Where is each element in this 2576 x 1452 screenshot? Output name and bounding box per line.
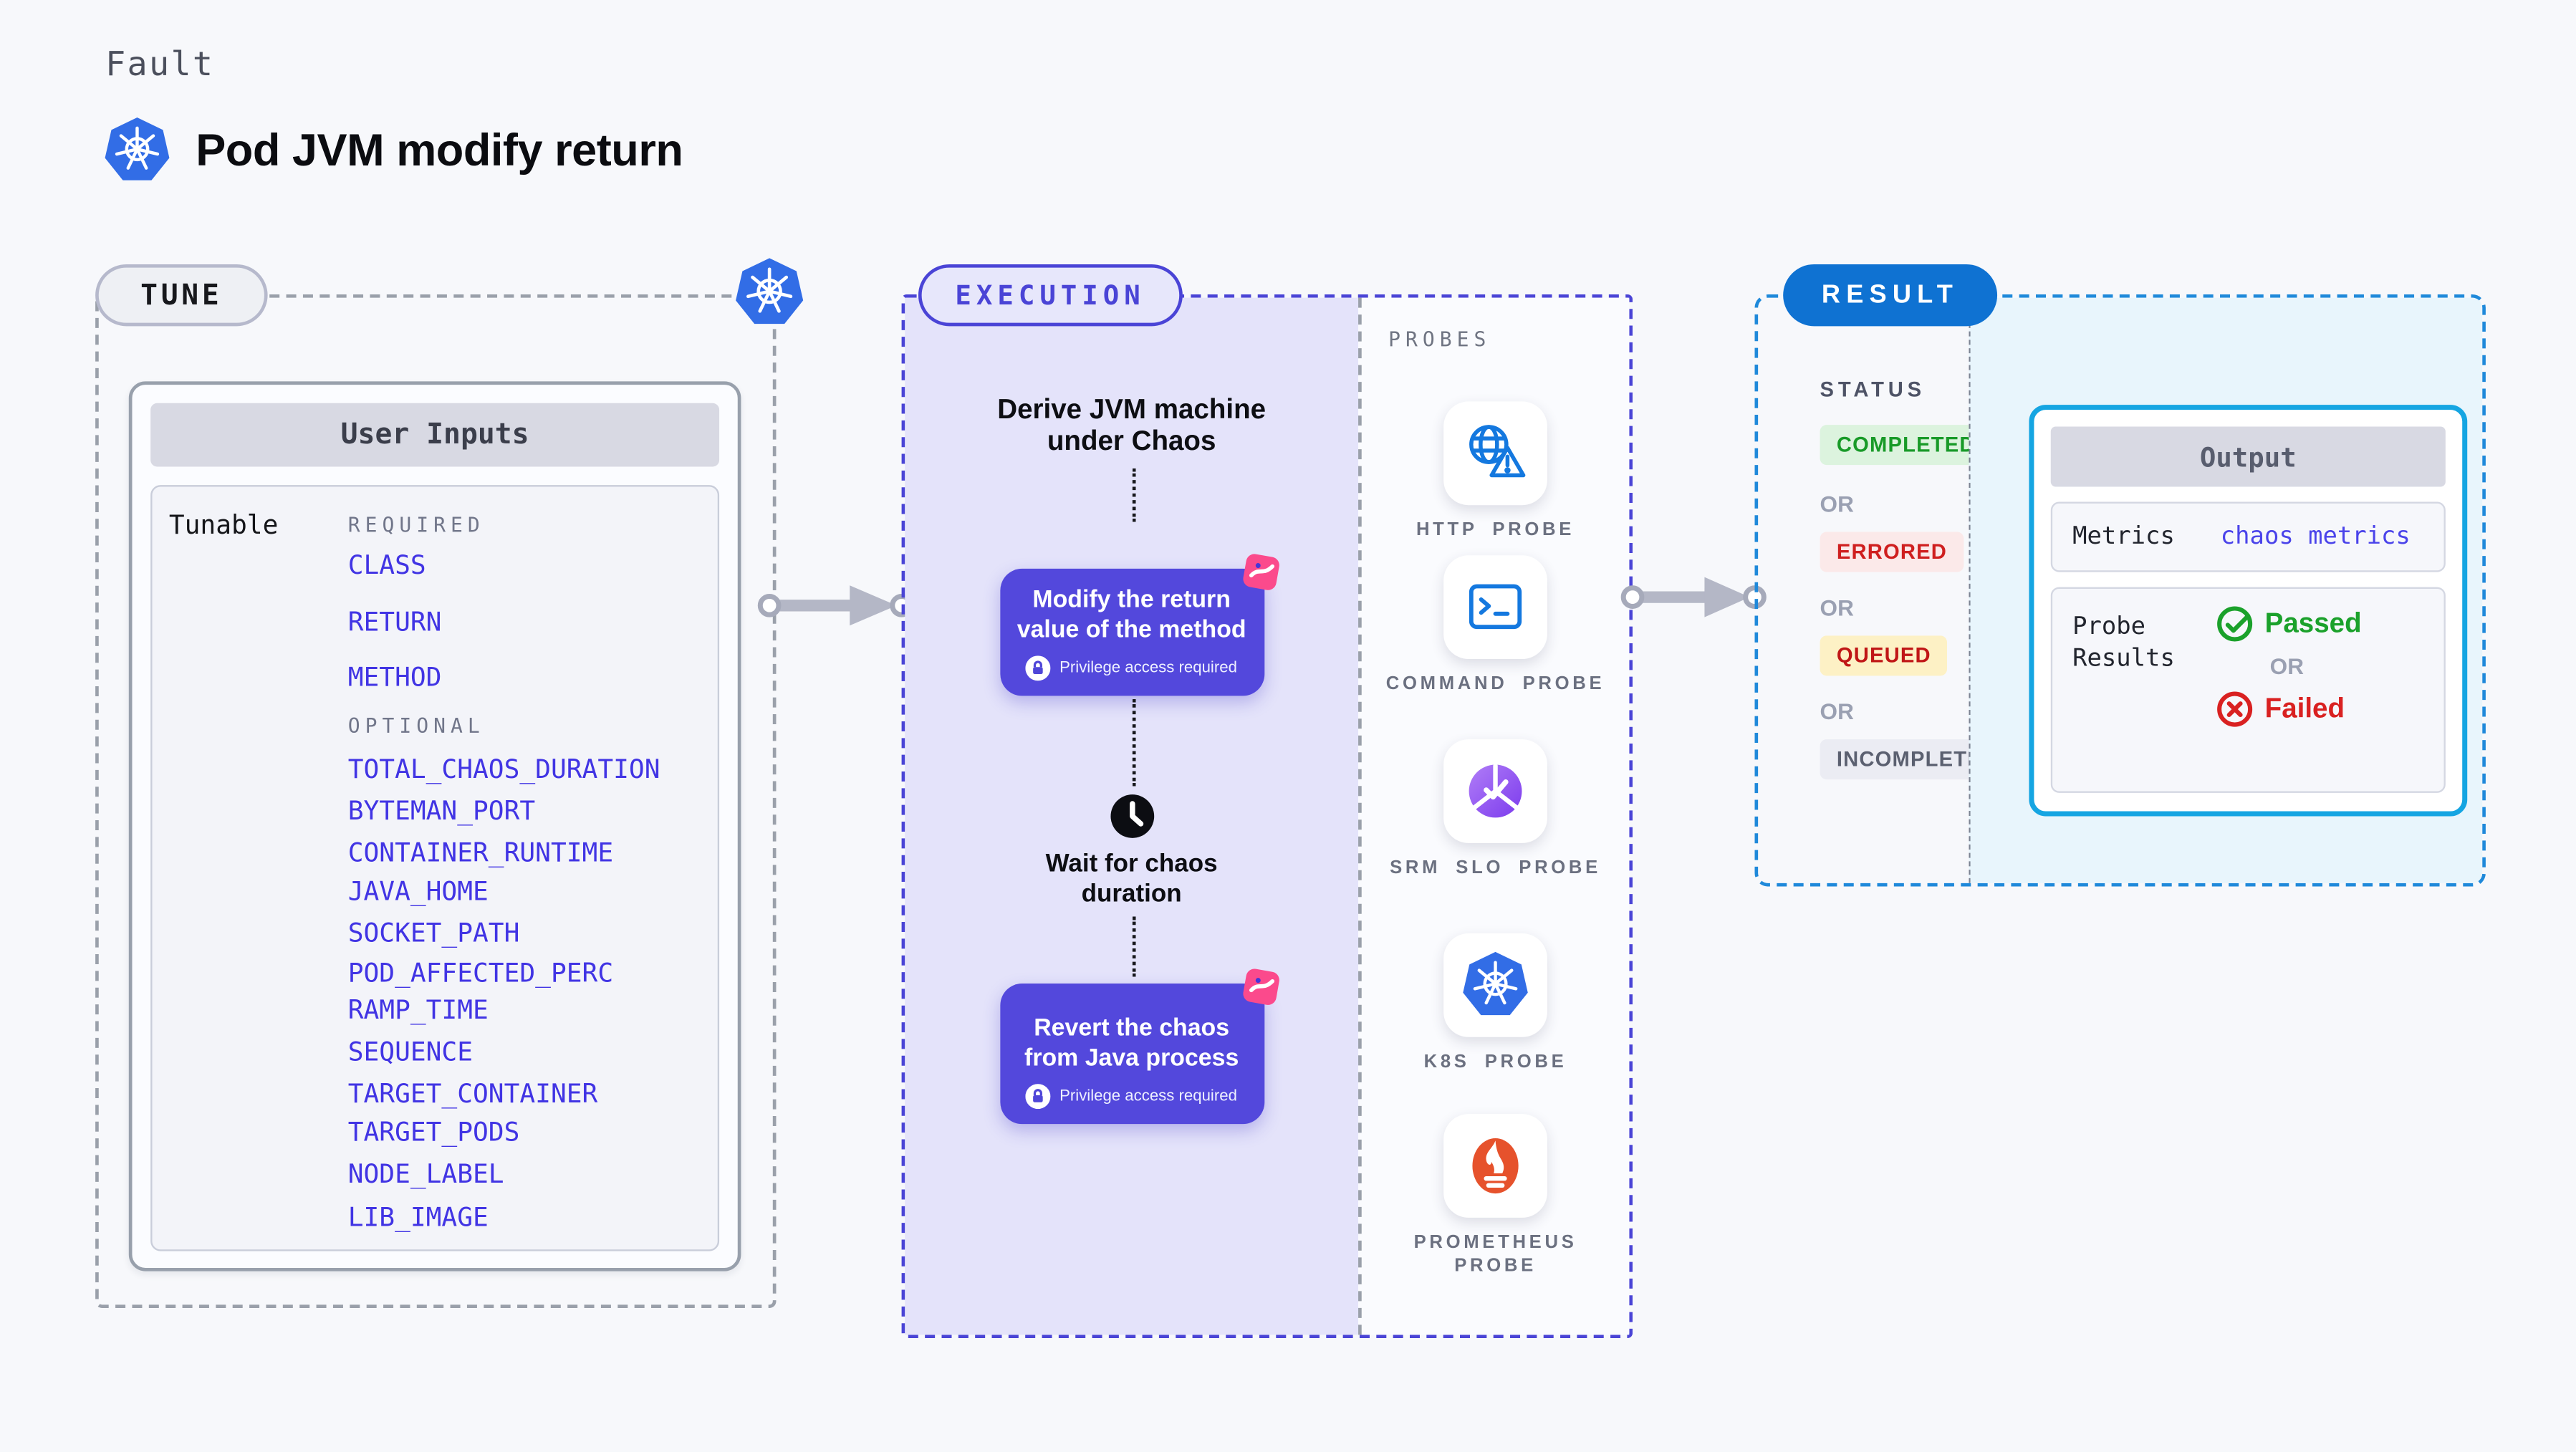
- probes-heading: PROBES: [1388, 327, 1491, 352]
- param-container-runtime[interactable]: CONTAINER_RUNTIME: [347, 837, 614, 868]
- dotted-connector: [1131, 916, 1135, 977]
- page-title: Pod JVM modify return: [196, 124, 683, 176]
- flow-arrow-execution-to-result: [1616, 570, 1773, 624]
- param-sequence[interactable]: SEQUENCE: [347, 1037, 474, 1067]
- status-badge-errored: ERRORED: [1820, 532, 1964, 572]
- or-label: OR: [1820, 595, 1854, 621]
- passed-row: Passed: [2216, 605, 2362, 642]
- param-target-pods[interactable]: TARGET_PODS: [347, 1117, 520, 1148]
- param-byteman-port[interactable]: BYTEMAN_PORT: [347, 796, 536, 827]
- prometheus-probe-icon: [1443, 1114, 1547, 1218]
- kubernetes-logo-icon: [102, 114, 172, 188]
- probe-k8s: K8S PROBE: [1362, 933, 1630, 1074]
- clock-icon: [1108, 793, 1155, 840]
- dotted-connector: [1131, 699, 1135, 787]
- fault-kicker: Fault: [105, 43, 215, 84]
- required-heading: REQUIRED: [347, 513, 485, 537]
- probe-label: PROMETHEUS PROBE: [1413, 1232, 1577, 1276]
- result-badge: RESULT: [1783, 264, 1997, 327]
- status-badge-completed: COMPLETED: [1820, 425, 1993, 466]
- probe-srm-slo: SRM SLO PROBE: [1362, 739, 1630, 880]
- output-card: Output Metrics chaos metrics Probe Resul…: [2029, 405, 2468, 817]
- probe-label: K8S PROBE: [1423, 1052, 1567, 1072]
- dotted-connector: [1131, 468, 1135, 522]
- user-inputs-panel: User Inputs Tunable REQUIRED CLASS RETUR…: [128, 381, 741, 1271]
- action-modify-line2: value of the method: [1017, 617, 1246, 644]
- tunable-label: Tunable: [168, 510, 279, 541]
- or-label: OR: [1820, 699, 1854, 725]
- failed-row: Failed: [2216, 691, 2362, 727]
- or-label: OR: [2269, 654, 2304, 680]
- execution-flow: Derive JVM machine under Chaos Modify th…: [905, 297, 1359, 1335]
- status-badge-queued: QUEUED: [1820, 635, 1948, 676]
- action-revert-line1: Revert the chaos: [1034, 1015, 1230, 1042]
- optional-heading: OPTIONAL: [347, 714, 485, 738]
- privilege-note: Privilege access required: [1026, 1084, 1237, 1110]
- metrics-value-link[interactable]: chaos metrics: [2220, 523, 2411, 551]
- action-revert-line2: from Java process: [1024, 1045, 1239, 1072]
- page-title-row: Pod JVM modify return: [102, 114, 683, 188]
- chaos-spark-icon: [1239, 550, 1282, 594]
- param-socket-path[interactable]: SOCKET_PATH: [347, 918, 520, 948]
- tune-section-box: [95, 294, 777, 1309]
- execution-section-box: Derive JVM machine under Chaos Modify th…: [901, 294, 1633, 1339]
- x-circle-icon: [2216, 691, 2253, 727]
- param-lib-image[interactable]: LIB_IMAGE: [347, 1202, 489, 1233]
- probe-http: HTTP PROBE: [1362, 401, 1630, 542]
- probe-label: SRM SLO PROBE: [1390, 857, 1601, 878]
- output-area: Output Metrics chaos metrics Probe Resul…: [1969, 297, 2483, 883]
- probe-results-row: Probe Results Passed OR: [2050, 587, 2446, 793]
- param-total-chaos-duration[interactable]: TOTAL_CHAOS_DURATION: [347, 754, 660, 785]
- or-label: OR: [1820, 491, 1854, 517]
- failed-label: Failed: [2264, 693, 2345, 723]
- probe-results-label: Probe Results: [2072, 613, 2175, 673]
- tunable-list: Tunable REQUIRED CLASS RETURN METHOD OPT…: [150, 485, 720, 1251]
- param-method[interactable]: METHOD: [347, 662, 442, 693]
- user-inputs-title: User Inputs: [150, 403, 720, 467]
- probe-label: HTTP PROBE: [1416, 520, 1575, 541]
- kubernetes-corner-icon: [733, 254, 807, 331]
- param-pod-affected-perc[interactable]: POD_AFFECTED_PERC: [347, 958, 614, 989]
- lock-icon: [1026, 1084, 1052, 1110]
- chaos-spark-icon: [1239, 965, 1282, 1009]
- param-target-container[interactable]: TARGET_CONTAINER: [347, 1079, 598, 1110]
- step-derive: Derive JVM machine under Chaos: [997, 395, 1267, 457]
- param-java-home[interactable]: JAVA_HOME: [347, 876, 489, 907]
- action-modify-return: Modify the return value of the method Pr…: [999, 554, 1279, 696]
- status-heading: STATUS: [1820, 378, 1926, 402]
- param-return[interactable]: RETURN: [347, 607, 442, 638]
- check-circle-icon: [2216, 605, 2253, 642]
- flow-arrow-tune-to-execution: [753, 579, 921, 633]
- probe-command: COMMAND PROBE: [1362, 555, 1630, 696]
- probe-label: COMMAND PROBE: [1385, 674, 1605, 695]
- metrics-label: Metrics: [2072, 523, 2175, 551]
- param-ramp-time[interactable]: RAMP_TIME: [347, 995, 489, 1026]
- k8s-probe-icon: [1443, 933, 1547, 1037]
- result-section-box: STATUS COMPLETED OR ERRORED OR QUEUED OR…: [1754, 294, 2486, 887]
- probes-panel: PROBES HTTP PROBE: [1358, 297, 1630, 1335]
- action-revert-chaos: Revert the chaos from Java process Privi…: [999, 968, 1279, 1125]
- tune-badge: TUNE: [95, 264, 268, 327]
- param-class[interactable]: CLASS: [347, 550, 426, 581]
- command-probe-icon: [1443, 555, 1547, 660]
- srm-slo-probe-icon: [1443, 739, 1547, 843]
- param-node-label[interactable]: NODE_LABEL: [347, 1159, 504, 1190]
- metrics-row: Metrics chaos metrics: [2050, 501, 2446, 572]
- lock-icon: [1026, 655, 1052, 681]
- execution-badge: EXECUTION: [918, 264, 1183, 327]
- privilege-note: Privilege access required: [1026, 655, 1237, 681]
- status-column: STATUS COMPLETED OR ERRORED OR QUEUED OR…: [1758, 298, 2015, 883]
- http-probe-icon: [1443, 401, 1547, 506]
- action-modify-line1: Modify the return: [1032, 587, 1231, 614]
- output-title: Output: [2050, 426, 2446, 487]
- probe-prometheus: PROMETHEUS PROBE: [1362, 1114, 1630, 1278]
- step-wait: Wait for chaos duration: [1045, 850, 1218, 908]
- passed-label: Passed: [2264, 607, 2362, 638]
